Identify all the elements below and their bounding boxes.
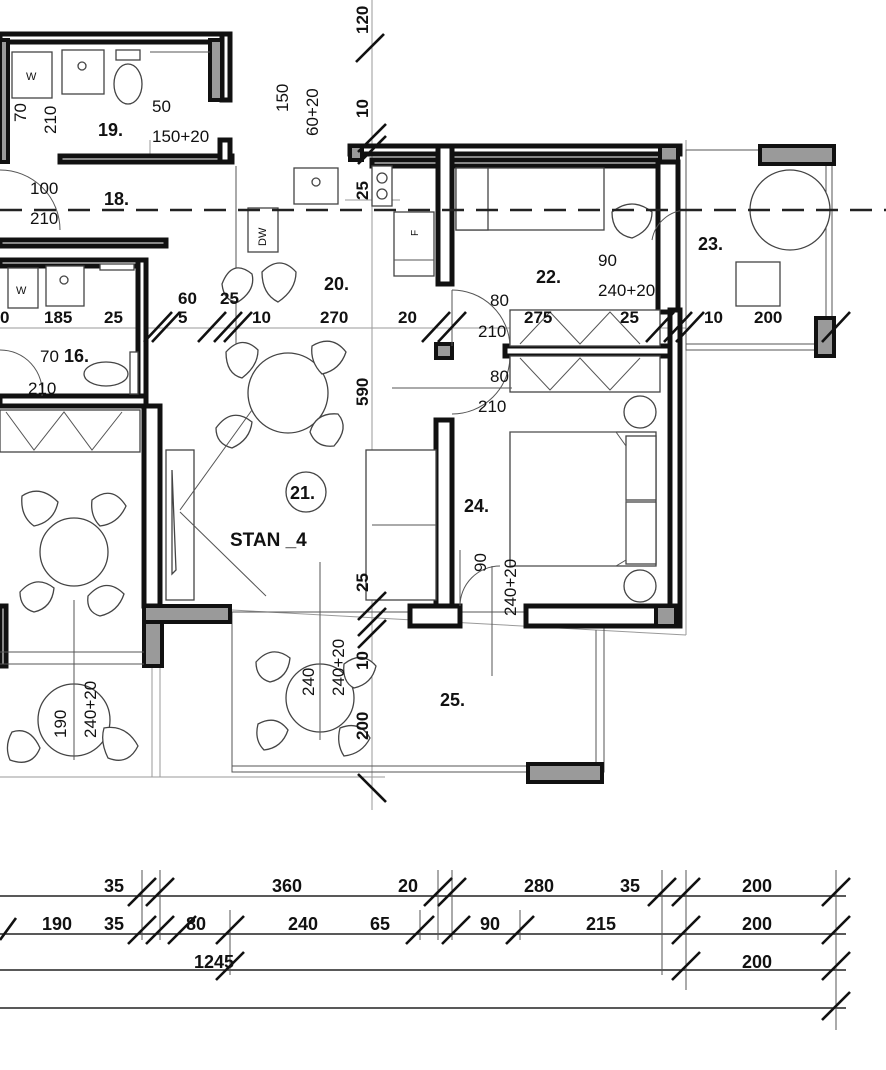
dim-label: 1245 — [194, 952, 234, 972]
doors — [0, 169, 689, 607]
room-23-label: 23. — [698, 234, 723, 254]
dim-label: 35 — [104, 914, 124, 934]
dim-label: 60 — [178, 289, 197, 308]
plan-dimensions: 120 10 25 590 25 10 200 150 60+20 50 150… — [0, 6, 782, 740]
dim-label: 60+20 — [303, 88, 322, 136]
dim-label: 150+20 — [152, 127, 209, 146]
dim-label: 20 — [398, 308, 417, 327]
dim-label: 90 — [471, 553, 490, 572]
dim-label: 200 — [754, 308, 782, 327]
dim-label: 5 — [178, 308, 187, 327]
dim-label: 210 — [478, 322, 506, 341]
dim-label: 10 — [252, 308, 271, 327]
dim-label: 275 — [524, 308, 552, 327]
dim-label: 90 — [598, 251, 617, 270]
dim-label: 50 — [152, 97, 171, 116]
dim-label: 210 — [41, 106, 60, 134]
washer-label: W — [26, 71, 37, 83]
dim-label: 120 — [353, 6, 372, 34]
dim-label: 190 — [42, 914, 72, 934]
dim-label: 240+20 — [329, 639, 348, 696]
dim-label: 240 — [299, 668, 318, 696]
dim-label: 20 — [398, 876, 418, 896]
apartment-title: STAN _4 — [230, 530, 307, 551]
dim-label: 200 — [353, 712, 372, 740]
dim-label: 70 — [11, 103, 30, 122]
dim-label: 210 — [478, 397, 506, 416]
room-16-label: 16. — [64, 346, 89, 366]
dim-label: 80 — [490, 367, 509, 386]
room-21-label: 21. — [290, 483, 315, 503]
dim-label: 0 — [0, 308, 9, 327]
room-20-label: 20. — [324, 274, 349, 294]
dim-label: 100 — [30, 179, 58, 198]
room-24-label: 24. — [464, 496, 489, 516]
room-labels: 16. 18. 19. 20. 21. 22. 23. 24. 25. STAN… — [64, 120, 723, 710]
dishwasher-label: DW — [257, 227, 269, 246]
dim-label: 25 — [220, 289, 239, 308]
dim-label: 200 — [742, 876, 772, 896]
dim-label: 240+20 — [81, 681, 100, 738]
room-22-label: 22. — [536, 267, 561, 287]
dim-label: 65 — [370, 914, 390, 934]
dim-label: 10 — [353, 99, 372, 118]
room-25-label: 25. — [440, 690, 465, 710]
furniture — [0, 49, 831, 763]
walls — [0, 31, 836, 784]
dim-label: 10 — [704, 308, 723, 327]
dim-label: 240+20 — [598, 281, 655, 300]
dim-label: 200 — [742, 952, 772, 972]
dim-label: 10 — [353, 651, 372, 670]
washer-label: W — [16, 285, 27, 297]
dim-label: 25 — [353, 573, 372, 592]
dim-label: 35 — [620, 876, 640, 896]
dim-label: 35 — [104, 876, 124, 896]
dim-label: 210 — [28, 379, 56, 398]
dim-label: 590 — [353, 378, 372, 406]
bottom-dimensions: 35 360 20 280 35 200 190 35 80 240 65 90… — [42, 876, 772, 972]
dimension-lines — [0, 33, 851, 1030]
dim-label: 240 — [288, 914, 318, 934]
dim-label: 280 — [524, 876, 554, 896]
dim-label: 215 — [586, 914, 616, 934]
dim-label: 150 — [273, 84, 292, 112]
dim-label: 80 — [490, 291, 509, 310]
dim-label: 80 — [186, 914, 206, 934]
dim-label: 200 — [742, 914, 772, 934]
dim-label: 190 — [51, 710, 70, 738]
dim-label: 25 — [353, 181, 372, 200]
dim-label: 70 — [40, 347, 59, 366]
room-19-label: 19. — [98, 120, 123, 140]
room-18-label: 18. — [104, 189, 129, 209]
dim-label: 90 — [480, 914, 500, 934]
dim-label: 240+20 — [501, 559, 520, 616]
dim-label: 25 — [104, 308, 123, 327]
dim-label: 185 — [44, 308, 72, 327]
dim-label: 25 — [620, 308, 639, 327]
dim-label: 210 — [30, 209, 58, 228]
appliance-labels: W W DW F — [16, 71, 421, 297]
dim-label: 360 — [272, 876, 302, 896]
dim-label: 270 — [320, 308, 348, 327]
fridge-label: F — [410, 230, 421, 236]
